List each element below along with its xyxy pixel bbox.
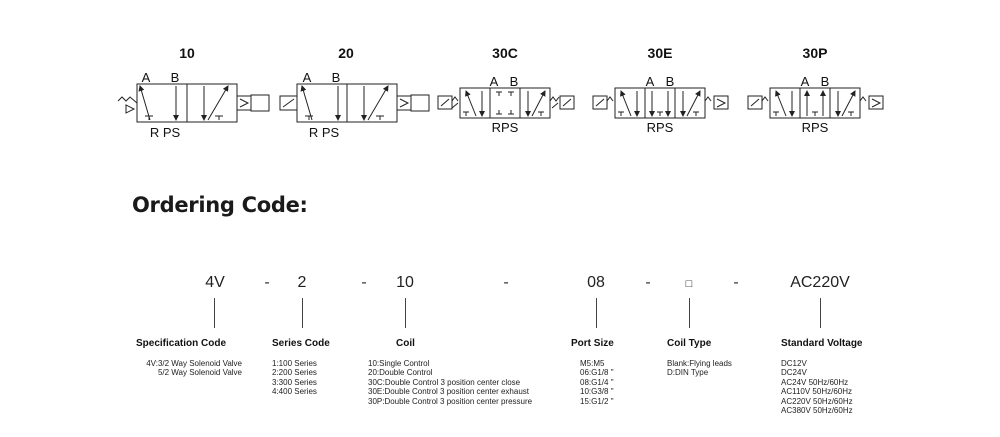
symbol-title: 30P [803,45,828,61]
svg-text:B: B [666,74,675,89]
valve-symbol-20: 20 A B R PS [279,45,430,140]
svg-text:A: A [801,74,810,89]
field-title-voltage: Standard Voltage [781,338,863,349]
valve-symbol-30p: 30P A B RPS [747,45,884,135]
symbol-title: 30E [648,45,673,61]
option-item: AC220V 50Hz/60Hz [781,396,853,406]
code-voltage: AC220V [790,274,850,291]
coil-type-options: Blank:Flying leads D:DIN Type [667,359,732,378]
spec-options: 4V:3/2 Way Solenoid Valve 5/2 Way Soleno… [136,359,242,378]
coil-options: 10:Single Control 20:Double Control 30C:… [368,359,532,406]
code-coil: 10 [396,274,414,291]
connector-line [689,298,690,328]
code-port: 08 [587,274,605,291]
option-item: DC12V [781,359,807,368]
svg-text:RPS: RPS [492,120,519,135]
series-options: 1:100 Series 2:200 Series 3:300 Series 4… [272,359,317,397]
option-item: 06:G1/8 " [580,368,614,378]
svg-text:B: B [821,74,830,89]
field-title-series: Series Code [272,338,330,349]
symbol-title: 10 [179,45,195,61]
option-item: 20:Double Control [368,368,433,378]
svg-text:B: B [510,74,519,89]
field-title-coil-type: Coil Type [667,338,712,349]
option-item: D:DIN Type [667,368,709,378]
svg-text:R PS: R PS [309,125,340,140]
option-item: 5/2 Way Solenoid Valve [157,368,242,378]
field-title-spec: Specification Code [136,338,227,349]
svg-text:RPS: RPS [647,120,674,135]
svg-text:B: B [171,70,180,85]
option-item: M5:M5 [580,359,605,368]
option-item: DC24V [781,368,807,378]
connector-line [596,298,597,328]
valve-symbol-30c: 30C A B RPS [437,45,575,135]
code-separator: - [733,274,739,291]
svg-text:A: A [646,74,655,89]
svg-text:R PS: R PS [150,125,181,140]
option-item: 08:G1/4 " [580,377,614,387]
option-item: AC380V 50Hz/60Hz [781,406,853,416]
field-title-coil: Coil [396,338,415,349]
option-item: 10:Single Control [368,359,430,368]
option-item: 10:G3/8 " [580,387,614,397]
valve-symbol-10: 10 A B R PS [117,45,270,140]
option-item: 30E:Double Control 3 position center exh… [368,387,529,397]
code-coil-type: □ [685,278,693,290]
connector-line [405,298,406,328]
option-item: 1:100 Series [272,359,317,368]
connector-line [302,298,303,328]
option-item: 30P:Double Control 3 position center pre… [368,396,533,406]
option-item: 4:400 Series [272,387,317,397]
valve-symbol-30e: 30E A B RPS [592,45,729,135]
code-separator: - [361,274,367,291]
port-options: M5:M5 06:G1/8 " 08:G1/4 " 10:G3/8 " 15:G… [580,359,614,406]
option-item: AC110V 50Hz/60Hz [781,387,852,397]
code-separator: - [645,274,651,291]
code-separator: - [264,274,270,291]
option-item: AC24V 50Hz/60Hz [781,377,849,387]
code-series: 2 [297,274,307,291]
svg-text:B: B [332,70,341,85]
option-item: Blank:Flying leads [667,359,732,368]
code-separator: - [503,274,509,291]
option-item: 3:300 Series [272,377,317,387]
option-item: 2:200 Series [272,368,317,378]
option-item: 30C:Double Control 3 position center clo… [368,377,521,387]
field-title-port: Port Size [571,338,614,349]
code-spec: 4V [205,274,225,291]
connector-line [214,298,215,328]
svg-text:A: A [142,70,151,85]
svg-text:RPS: RPS [802,120,829,135]
svg-text:A: A [490,74,499,89]
svg-text:A: A [303,70,312,85]
valve-symbols: 10 A B R PS 20 A B [117,45,884,140]
connector-line [820,298,821,328]
option-item: 4V:3/2 Way Solenoid Valve [146,359,242,368]
symbol-title: 20 [338,45,354,61]
ordering-code-heading: Ordering Code: [132,193,308,217]
option-item: 15:G1/2 " [580,396,614,406]
symbol-title: 30C [492,45,518,61]
voltage-options: DC12V DC24V AC24V 50Hz/60Hz AC110V 50Hz/… [781,359,853,415]
